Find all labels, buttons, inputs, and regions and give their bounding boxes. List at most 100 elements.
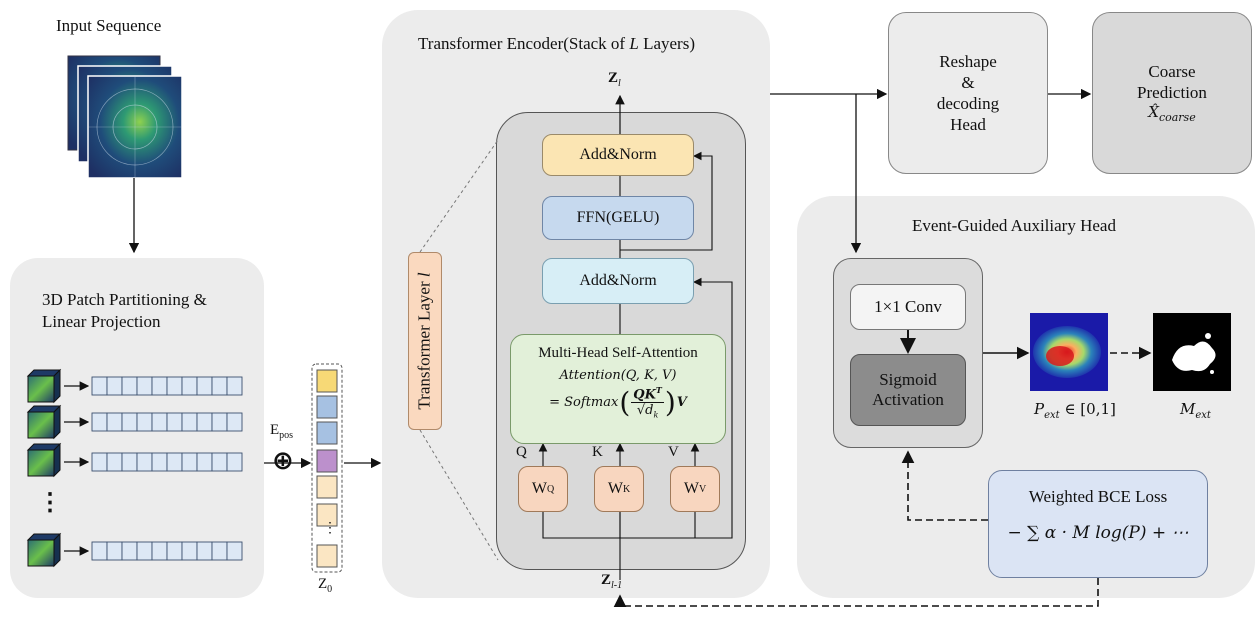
token-cell	[91, 452, 108, 472]
patch-ellipsis: ⋮	[38, 490, 62, 516]
z0-sub: 0	[327, 584, 333, 595]
pos-embedding-label: Epos	[270, 422, 293, 441]
patch-title-line2: Linear Projection	[42, 312, 161, 331]
token-cell	[181, 376, 198, 396]
transformer-layer-label: Transformer Layer l	[408, 252, 442, 430]
token-cell	[196, 541, 213, 561]
token-cell	[136, 541, 153, 561]
token-cell	[136, 412, 153, 432]
z0-token-cls	[316, 369, 338, 393]
wq-symbol: W	[531, 480, 547, 497]
pos-embedding-sub: pos	[279, 430, 294, 441]
wv-symbol: W	[683, 480, 699, 497]
ffn-box: FFN(GELU)	[542, 196, 694, 240]
loss-title: Weighted BCE Loss	[1028, 487, 1168, 506]
encoder-title-L: L	[629, 34, 639, 53]
z-top-sub: l	[618, 78, 621, 89]
token-cell	[226, 541, 243, 561]
token-cell	[91, 412, 108, 432]
z0-label: Z0	[318, 576, 332, 595]
add-norm-top-box: Add&Norm	[542, 134, 694, 176]
token-cell	[121, 452, 138, 472]
mask-image	[1153, 313, 1231, 391]
loss-box: Weighted BCE Loss − ∑ α · M log(P) + ⋯	[988, 470, 1208, 578]
token-cell	[181, 541, 198, 561]
token-cell	[181, 412, 198, 432]
token-cell	[151, 412, 168, 432]
token-cell	[91, 541, 108, 561]
token-cell	[106, 376, 123, 396]
z0-token-2	[316, 395, 338, 419]
reshape-line3: decoding	[936, 94, 1000, 113]
z0-ellipsis: ⋮	[323, 521, 337, 536]
token-cell	[211, 376, 228, 396]
mhsa-denominator-sub: k	[653, 410, 659, 420]
token-cell	[211, 412, 228, 432]
mhsa-v: V	[676, 394, 687, 410]
z0-token-6	[316, 503, 338, 527]
token-cell	[151, 541, 168, 561]
patch-cube-3	[26, 442, 62, 478]
token-cell	[196, 412, 213, 432]
conv-box: 1×1 Conv	[850, 284, 966, 330]
add-norm-mid-box: Add&Norm	[542, 258, 694, 304]
coarse-prediction-box: Coarse Prediction X̂coarse	[1092, 12, 1252, 174]
pos-embedding-symbol: E	[270, 422, 280, 438]
loss-formula: − ∑ α · M log(P) + ⋯	[1007, 523, 1189, 543]
z0-token-4	[316, 449, 338, 473]
token-cell	[226, 452, 243, 472]
encoder-title-suffix: Layers)	[638, 34, 695, 53]
token-cell	[121, 376, 138, 396]
coarse-line2: Prediction	[1137, 83, 1207, 103]
token-cell	[106, 452, 123, 472]
transformer-layer-l: l	[415, 272, 435, 278]
token-cell	[181, 452, 198, 472]
token-cell	[91, 376, 108, 396]
residual-connection-2	[620, 151, 713, 251]
coarse-math: X̂coarse	[1148, 103, 1195, 125]
token-cell	[106, 541, 123, 561]
z-top-label: Zl	[608, 70, 621, 89]
token-row-1	[91, 376, 243, 396]
token-cell	[136, 452, 153, 472]
prob-map-label: Pext ∈ [0,1]	[1034, 400, 1116, 421]
patch-cube-1	[26, 368, 62, 404]
token-cell	[226, 412, 243, 432]
token-row-4	[91, 541, 243, 561]
token-cell	[166, 452, 183, 472]
reshape-line2: &	[961, 72, 975, 92]
encoder-title-prefix: Transformer Encoder(Stack of	[418, 34, 630, 53]
token-cell	[196, 376, 213, 396]
mhsa-line2: = Softmax ( QKT √dk ) V	[549, 385, 687, 420]
z-bottom-label: Zl-1	[601, 572, 622, 591]
reshape-line4: Head	[950, 115, 986, 135]
aux-head-title: Event-Guided Auxiliary Head	[912, 216, 1116, 235]
token-cell	[166, 412, 183, 432]
coarse-math-symbol: X̂	[1148, 103, 1159, 122]
mhsa-numerator: QK	[633, 387, 656, 403]
token-cell	[136, 376, 153, 396]
coarse-math-sub: coarse	[1158, 111, 1196, 125]
mhsa-numerator-sup: T	[655, 385, 662, 395]
prob-map-image	[1030, 313, 1108, 391]
z-bottom-sub: l-1	[611, 580, 623, 591]
sigmoid-line1: Sigmoid	[879, 370, 937, 389]
encoder-title: Transformer Encoder(Stack of L Layers)	[418, 34, 695, 54]
mask-symbol: M	[1180, 400, 1196, 418]
plus-operator: ⊕	[272, 446, 294, 476]
input-sequence-title: Input Sequence	[56, 16, 162, 35]
v-label: V	[668, 444, 679, 460]
token-cell	[196, 452, 213, 472]
z0-token-7	[316, 544, 338, 568]
sigmoid-line2: Activation	[872, 390, 944, 409]
token-row-2	[91, 412, 243, 432]
token-cell	[106, 412, 123, 432]
mask-label: Mext	[1180, 400, 1211, 421]
token-cell	[121, 541, 138, 561]
z0-column-border	[311, 363, 343, 573]
coarse-line1: Coarse	[1148, 61, 1196, 81]
z0-token-3	[316, 421, 338, 445]
patch-title-line1: 3D Patch Partitioning &	[42, 290, 207, 309]
wk-sup: K	[622, 483, 631, 495]
